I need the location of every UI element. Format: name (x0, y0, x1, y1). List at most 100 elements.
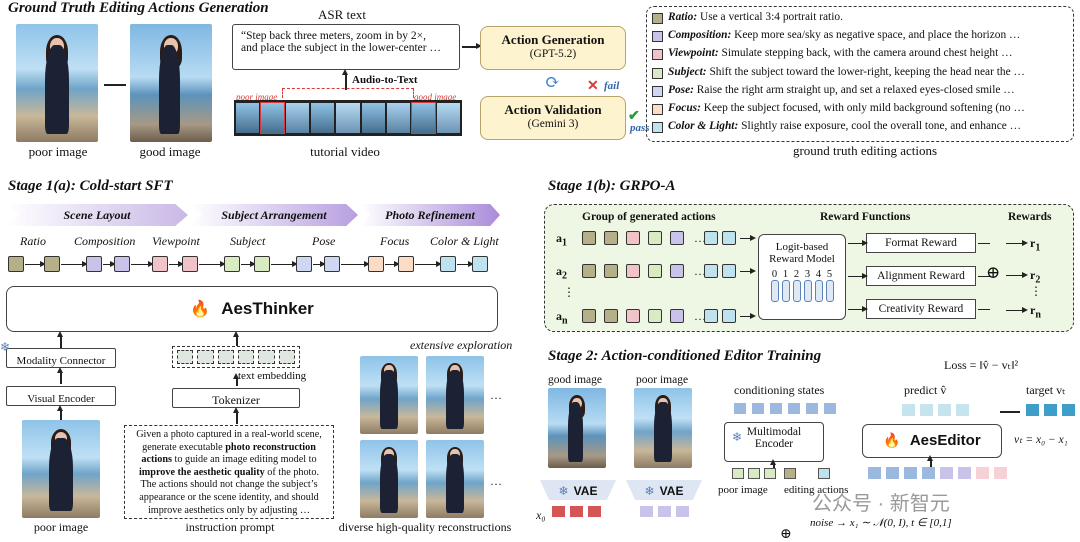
row-arrow (740, 234, 756, 242)
action-row-label: a2 (556, 264, 567, 282)
gt-action-line: Pose: Raise the right arm straight up, a… (668, 84, 1015, 96)
prompt-part-4: of the photo. The actions should not cha… (139, 466, 320, 516)
score-bin: 4 (814, 269, 823, 302)
recon-image-4 (426, 440, 484, 518)
reward-function-box: Creativity Reward (866, 299, 976, 319)
reward-output-arrow (1006, 239, 1028, 247)
editor-input-token (958, 467, 971, 479)
editing-actions-token-label: editing actions (784, 484, 849, 496)
vae-good: ❄ VAE (540, 480, 616, 500)
score-bin: 2 (792, 269, 801, 302)
cycle-icon: ⟳ (545, 72, 561, 93)
action-row-index: 1 (562, 237, 567, 249)
x0-label: x₀ (536, 508, 546, 522)
reward-function-box: Alignment Reward (866, 266, 976, 286)
gt-action-color-square (652, 104, 663, 115)
fail-cross-icon: ✕ (587, 78, 599, 94)
encoder-input-token (764, 468, 776, 479)
chain-arrow (457, 260, 474, 268)
grpo-action-token (704, 309, 718, 323)
chain-arrow (385, 260, 400, 268)
modality-connector-box: Modality Connector (6, 348, 116, 368)
chain-arrow (199, 260, 226, 268)
row-arrow (740, 312, 756, 320)
encoder-snowflake-icon: ❄ (732, 430, 743, 444)
action-generation-model: (GPT-5.2) (529, 48, 577, 60)
action-label: Subject (230, 234, 266, 248)
gt-action-color-square (652, 122, 663, 134)
encoder-arrow (57, 367, 63, 384)
target-label: target vₜ (1026, 383, 1066, 397)
action-token (472, 256, 488, 272)
tutorial-caption: tutorial video (310, 144, 380, 159)
action-token (224, 256, 240, 272)
score-bin-bar (825, 280, 834, 302)
chain-arrow (313, 260, 326, 268)
reward-out-line (978, 276, 990, 278)
frozen-snowflake-icon: ❄ (0, 340, 11, 354)
vae-poor: ❄ VAE (626, 480, 702, 500)
poor-image-token-label: poor image (718, 484, 768, 496)
encoder-input-token (732, 468, 744, 479)
reward-model-title-2: Reward Model (769, 253, 835, 265)
grpo-action-token (722, 231, 736, 245)
grpo-action-token (648, 264, 662, 278)
gt-action-line: Viewpoint: Simulate stepping back, with … (668, 47, 1013, 59)
score-bin: 0 (770, 269, 779, 302)
chain-arrow (131, 260, 154, 268)
tokenizer-label: Tokenizer (212, 393, 260, 407)
stage1b-title: Stage 1(b): GRPO-A (548, 178, 676, 194)
vae-good-label: VAE (573, 484, 598, 498)
editor-input-token (922, 467, 935, 479)
grpo-action-token (604, 231, 618, 245)
action-token (86, 256, 102, 272)
score-bin: 3 (803, 269, 812, 302)
predict-label: predict v̂ (904, 383, 947, 397)
recon-image-1 (360, 356, 418, 434)
reward-out-line (978, 309, 990, 311)
vae-poor-snowflake-icon: ❄ (644, 484, 655, 498)
gt-action-line: Subject: Shift the subject toward the lo… (668, 66, 1025, 78)
multimodal-encoder-box: Multimodal Encoder (724, 422, 824, 462)
gt-action-line: Color & Light: Slightly raise exposure, … (668, 120, 1021, 132)
score-bin-label: 1 (782, 269, 789, 280)
connector-arrow (57, 331, 63, 348)
gt-action-name: Subject: (668, 65, 707, 78)
editor-input-token (994, 467, 1007, 479)
chain-arrow (169, 260, 184, 268)
x0-token (552, 506, 565, 517)
prompt-part-2: to guide an image editing model to (171, 454, 317, 466)
prompt-part-0: Given a photo captured in a real-world s… (136, 429, 322, 453)
flame-icon: 🔥 (190, 299, 211, 318)
encoder-input-token (818, 468, 830, 479)
target-token (1062, 404, 1075, 416)
reward-output-index: 1 (1035, 242, 1041, 254)
aesthinker-label: AesThinker (221, 299, 314, 318)
conditioning-token (770, 403, 782, 414)
gt-action-text: Slightly raise exposure, cool the overal… (738, 120, 1022, 133)
grpo-action-token (648, 309, 662, 323)
multimodal-encoder-line-2: Encoder (754, 438, 794, 450)
group-header: Group of generated actions (582, 211, 716, 223)
reward-output-arrow (1006, 306, 1028, 314)
grpo-action-token (626, 231, 640, 245)
gt-action-color-square (652, 67, 663, 79)
aesthinker-box: 🔥 AesThinker (6, 286, 498, 332)
grpo-action-token (722, 309, 736, 323)
vae-poor-label: VAE (659, 484, 684, 498)
gt-action-text: Use a vertical 3:4 portrait ratio. (697, 11, 843, 23)
outputs-vdots: ⋮ (1030, 284, 1042, 298)
instruction-prompt-box: Given a photo captured in a real-world s… (124, 425, 334, 519)
action-validation-box: Action Validation (Gemini 3) (480, 96, 626, 140)
action-row-index: 2 (562, 270, 567, 282)
score-bin-label: 5 (826, 269, 833, 280)
gt-action-name: Composition: (668, 29, 732, 42)
gt-action-name: Ratio: (668, 11, 698, 23)
stage2-poor-image-label: poor image (636, 374, 689, 386)
editor-flame-icon: 🔥 (883, 433, 901, 449)
poor-latent-token (640, 506, 653, 517)
row-ellipsis: … (694, 231, 706, 245)
image-arrow (57, 405, 63, 420)
vae-good-snowflake-icon: ❄ (558, 484, 569, 498)
action-label: Pose (312, 234, 336, 248)
